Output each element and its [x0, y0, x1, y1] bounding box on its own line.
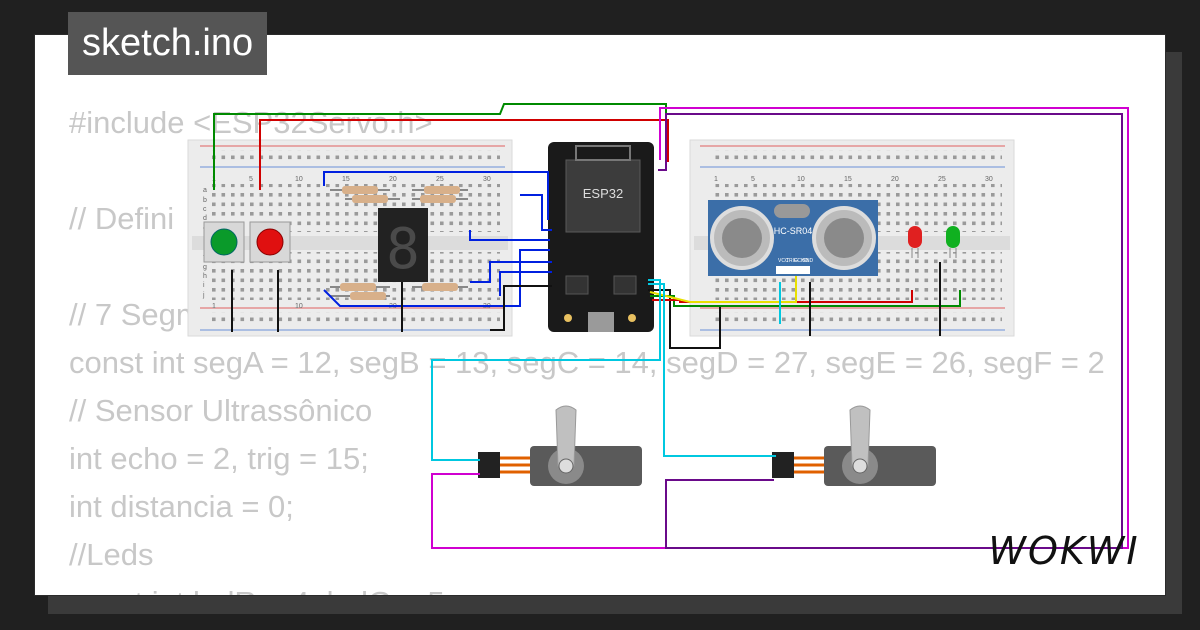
code-line: int distancia = 0;: [69, 489, 294, 524]
wokwi-wordmark: WOKWI: [988, 530, 1139, 573]
resistor[interactable]: [330, 292, 390, 300]
code-line: #include <ESP32Servo.h>: [69, 105, 433, 140]
led-green[interactable]: [946, 226, 960, 258]
resistor[interactable]: [345, 195, 400, 203]
wire: [499, 271, 552, 296]
wire: [470, 261, 552, 283]
col-label: 20: [389, 176, 397, 183]
ultrasonic-sensor[interactable]: HC-SR04 VCC TRIG ECHO GND: [708, 200, 878, 276]
led-red[interactable]: [908, 226, 922, 258]
file-title[interactable]: sketch.ino: [68, 12, 268, 75]
row-label: a: [203, 187, 207, 194]
pin-label: GND: [802, 258, 814, 264]
row-label: b: [203, 197, 207, 204]
wire: [469, 230, 550, 241]
sensor-label: HC-SR04: [774, 226, 813, 236]
col-label: 30: [985, 176, 993, 183]
wire: [431, 107, 1129, 549]
resistor[interactable]: [412, 195, 468, 203]
push-button-red[interactable]: [249, 221, 291, 263]
col-label: 10: [797, 176, 805, 183]
segment-digit: 8: [386, 217, 420, 282]
esp32-board[interactable]: ESP32: [548, 142, 654, 332]
code-line: // Defini: [69, 201, 175, 236]
col-label: 1: [714, 176, 718, 183]
row-label: j: [202, 292, 205, 299]
pin-label: VCC: [778, 258, 789, 264]
row-label: c: [203, 206, 207, 213]
wire: [648, 289, 721, 349]
col-label: 10: [295, 176, 303, 183]
col-label: 25: [436, 176, 444, 183]
code-line: // Sensor Ultrassônico: [69, 393, 373, 428]
servo-motor[interactable]: [772, 405, 936, 486]
wire: [323, 171, 549, 220]
row-label: d: [203, 215, 207, 222]
servo-motor[interactable]: [478, 405, 642, 486]
resistor[interactable]: [330, 186, 390, 194]
wire: [658, 113, 1123, 549]
wire: [649, 276, 797, 303]
row-label: g: [203, 264, 207, 271]
col-label: 10: [295, 303, 303, 310]
seven-segment-display[interactable]: 8: [378, 208, 428, 282]
code-line: //Leds: [69, 537, 154, 572]
row-label: h: [203, 273, 207, 280]
resistor[interactable]: [412, 283, 468, 291]
wire: [648, 283, 776, 457]
col-label: 20: [891, 176, 899, 183]
wire: [259, 119, 669, 190]
col-label: 25: [938, 176, 946, 183]
code-line: const int segA = 12, segB = 13, segC = 1…: [69, 345, 1105, 380]
wire: [431, 279, 661, 461]
code-line: int echo = 2, trig = 15;: [69, 441, 369, 476]
wire: [520, 194, 552, 231]
resistor[interactable]: [330, 283, 390, 291]
col-label: 5: [249, 176, 253, 183]
col-label: 15: [342, 176, 350, 183]
col-label: 30: [483, 176, 491, 183]
pin-label: ECHO: [794, 258, 809, 264]
wire: [490, 285, 552, 331]
push-button-green[interactable]: [203, 221, 245, 263]
wire: [652, 290, 913, 303]
code-line: const int ledR = 4, ledG = 5: [69, 585, 445, 595]
code-preview: #include <ESP32Servo.h> // Defini // 7 S…: [69, 99, 1105, 595]
wire: [213, 103, 667, 190]
col-label: 5: [751, 176, 755, 183]
col-label: 1: [212, 303, 216, 310]
wokwi-logo: WOKWI: [988, 530, 1139, 573]
wire: [323, 249, 550, 307]
row-label: i: [203, 282, 205, 289]
pin-label: TRIG: [786, 258, 798, 264]
col-label: 15: [844, 176, 852, 183]
resistor[interactable]: [412, 186, 468, 194]
esp32-label: ESP32: [583, 186, 623, 201]
